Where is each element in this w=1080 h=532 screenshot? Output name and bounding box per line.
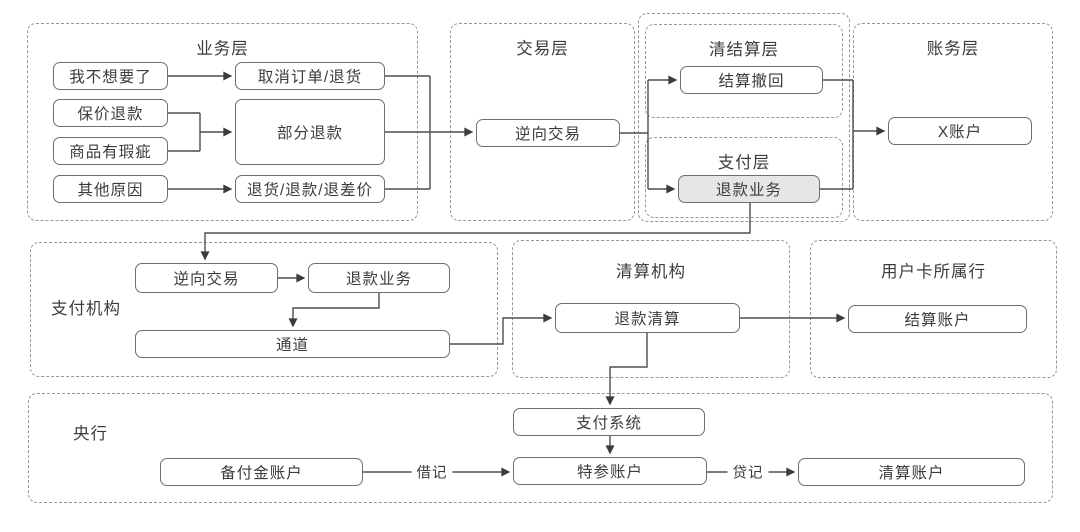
node-reserve-account: 备付金账户 [160, 458, 363, 486]
node-payment-system: 支付系统 [513, 408, 705, 436]
card-issuing-bank-title: 用户卡所属行 [881, 263, 986, 281]
transaction-layer-group: 交易层 [450, 23, 635, 221]
edge-label-debit: 借记 [411, 461, 453, 483]
clearing-settlement-layer-group: 清结算层 [645, 24, 843, 118]
node-cancel-order-return: 取消订单/退货 [235, 62, 385, 90]
payment-institution-title: 支付机构 [51, 300, 121, 318]
node-return-refund-price-diff: 退货/退款/退差价 [235, 175, 385, 203]
transaction-layer-title: 交易层 [516, 40, 569, 58]
card-issuing-bank-group: 用户卡所属行 [810, 240, 1057, 378]
node-settlement-account: 结算账户 [848, 305, 1027, 333]
clearing-institution-group: 清算机构 [512, 240, 790, 378]
central-bank-group: 央行 [28, 393, 1053, 503]
payment-institution-group: 支付机构 [30, 242, 498, 377]
central-bank-title: 央行 [73, 425, 108, 443]
edge-label-credit: 贷记 [727, 461, 769, 483]
node-pi-refund-business: 退款业务 [308, 263, 450, 293]
business-layer-group: 业务层 [27, 23, 418, 221]
node-dont-want: 我不想要了 [53, 62, 168, 90]
node-defective-goods: 商品有瑕疵 [53, 137, 168, 165]
node-refund-business: 退款业务 [678, 175, 820, 203]
payment-layer-group: 支付层 [645, 137, 843, 218]
node-pi-reverse-transaction: 逆向交易 [135, 263, 278, 293]
node-partial-refund: 部分退款 [235, 99, 385, 165]
node-other-reasons: 其他原因 [53, 175, 168, 203]
node-special-participant-account: 特参账户 [513, 457, 707, 485]
node-channel: 通道 [135, 330, 450, 358]
node-clearing-account: 清算账户 [798, 458, 1025, 486]
node-settlement-withdrawal: 结算撤回 [680, 66, 823, 94]
node-reverse-transaction: 逆向交易 [476, 119, 620, 147]
accounting-layer-title: 账务层 [926, 40, 980, 58]
clearing-settlement-layer-title: 清结算层 [709, 41, 779, 59]
node-refund-clearing: 退款清算 [555, 303, 740, 333]
node-price-protection-refund: 保价退款 [53, 99, 168, 127]
node-x-account: X账户 [888, 117, 1032, 145]
clearing-institution-title: 清算机构 [616, 263, 686, 281]
clearing-settlement-outer-group [638, 13, 850, 222]
payment-layer-title: 支付层 [717, 154, 771, 172]
business-layer-title: 业务层 [196, 40, 249, 58]
